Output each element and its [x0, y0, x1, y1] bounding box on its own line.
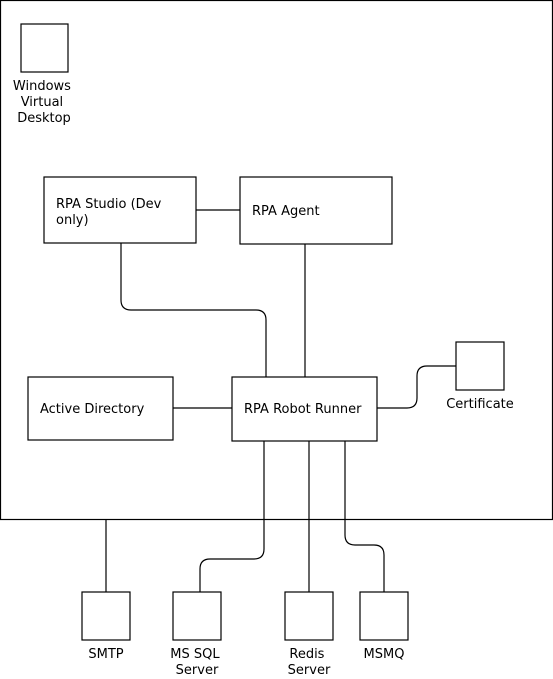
- rpa-studio-label: RPA Studio (Dev only): [56, 197, 166, 228]
- node-active-directory: Active Directory: [27, 376, 174, 441]
- msmq-label: MSMQ: [364, 647, 405, 662]
- smtp-label: SMTP: [88, 647, 123, 662]
- edge-runner-msmq: [344, 441, 385, 592]
- edge-runner-mssql: [199, 441, 265, 592]
- node-redis-server: Redis Server: [284, 591, 334, 678]
- active-directory-label: Active Directory: [40, 402, 145, 417]
- ms-sql-server-label: MS SQL Server: [170, 647, 223, 678]
- windows-virtual-desktop-container: [0, 0, 553, 521]
- node-ms-sql-server: MS SQL Server: [170, 591, 223, 678]
- node-certificate: Certificate: [446, 341, 514, 412]
- node-rpa-robot-runner: RPA Robot Runner: [231, 376, 378, 442]
- redis-server-label: Redis Server: [288, 647, 331, 678]
- rpa-agent-label: RPA Agent: [252, 204, 320, 219]
- certificate-label: Certificate: [446, 397, 514, 412]
- edges: [105, 209, 456, 592]
- windows-virtual-desktop-label: Windows Virtual Desktop: [13, 79, 75, 126]
- node-rpa-agent: RPA Agent: [239, 176, 393, 245]
- node-smtp: SMTP: [81, 591, 131, 662]
- windows-virtual-desktop-icon: [20, 23, 69, 73]
- node-rpa-studio: RPA Studio (Dev only): [43, 176, 197, 244]
- edge-runner-certificate: [377, 365, 456, 409]
- rpa-robot-runner-label: RPA Robot Runner: [244, 402, 362, 417]
- edge-studio-runner: [120, 243, 267, 377]
- node-msmq: MSMQ: [359, 591, 409, 662]
